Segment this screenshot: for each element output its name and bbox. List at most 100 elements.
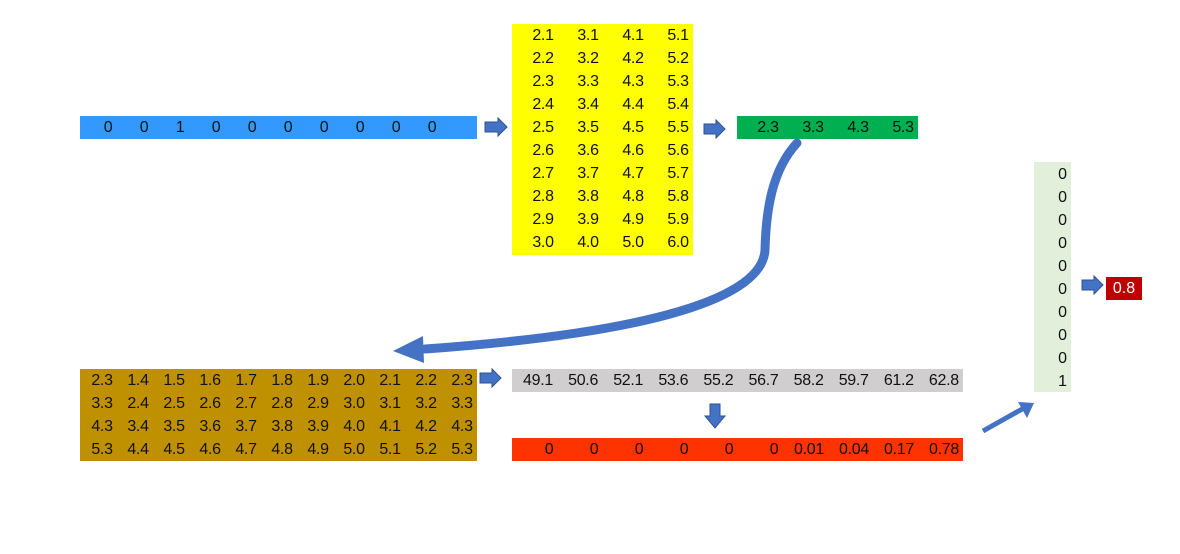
matrix-cell: 3.3 [451,395,473,412]
target-cell: 0 [1058,327,1067,344]
matrix-cell: 5.0 [343,441,365,458]
vector-cell: 2.3 [757,119,779,136]
target-cell: 0 [1058,304,1067,321]
embedding-cell: 2.1 [532,27,554,44]
matrix-cell: 2.1 [379,372,401,389]
score-cell: 53.6 [658,372,689,389]
score-cell: 61.2 [883,372,914,389]
softmax-cell: 0 [544,441,554,458]
embedding-cell: 4.8 [622,188,644,205]
target-cell: 0 [1058,166,1067,183]
matrix-cell: 2.3 [91,372,113,389]
embedding-cell: 5.5 [667,119,689,136]
matrix-cell: 2.8 [271,395,293,412]
matrix-cell: 1.8 [271,372,293,389]
matrix-cell: 4.7 [235,441,257,458]
embedding-cell: 3.6 [577,142,599,159]
embedding-cell: 5.1 [667,27,689,44]
matrix-cell: 2.2 [415,372,437,389]
matrix-cell: 4.1 [379,418,401,435]
onehot-cell: 0 [283,119,293,136]
onehot-cell: 0 [391,119,401,136]
curved-arrow-vector-to-matrix-icon [393,336,424,363]
matrix-cell: 1.4 [127,372,149,389]
embedding-cell: 3.0 [532,234,554,251]
embedding-cell: 5.0 [622,234,644,251]
matrix-cell: 3.2 [415,395,437,412]
target-cell: 0 [1058,258,1067,275]
embedding-cell: 3.5 [577,119,599,136]
matrix-cell: 4.2 [415,418,437,435]
score-cell: 49.1 [523,372,553,389]
matrix-cell: 4.5 [163,441,185,458]
matrix-cell: 1.9 [307,372,329,389]
softmax-cell: 0 [679,441,689,458]
onehot-cell: 0 [355,119,365,136]
embedding-cell: 5.3 [667,73,689,90]
embedding-cell: 2.2 [532,50,554,67]
softmax-cell: 0.78 [929,441,959,458]
softmax-cell: 0.01 [794,441,824,458]
target-cell: 0 [1058,212,1067,229]
target-cell: 0 [1058,350,1067,367]
arrow-matrix-to-scores-icon [479,367,502,389]
embedding-cell: 2.3 [532,73,554,90]
softmax-cell: 0.17 [884,441,914,458]
embedding-cell: 3.9 [577,211,599,228]
matrix-cell: 3.8 [271,418,293,435]
matrix-cell: 1.5 [163,372,185,389]
arrow-target-to-result-icon [1081,274,1104,296]
matrix-cell: 2.3 [451,372,473,389]
embedding-cell: 5.6 [667,142,689,159]
embedding-cell: 4.4 [622,96,644,113]
matrix-cell: 1.6 [199,372,221,389]
score-cell: 56.7 [748,372,779,389]
matrix-cell: 4.8 [271,441,293,458]
arrow-onehot-to-embedding-icon [484,116,508,138]
matrix-cell: 2.9 [307,395,329,412]
matrix-cell: 5.1 [379,441,401,458]
embedding-cell: 6.0 [667,234,689,251]
embedding-cell: 2.9 [532,211,554,228]
matrix-cell: 3.6 [199,418,221,435]
arrow-embedding-to-vector-icon [703,118,726,140]
matrix-cell: 3.9 [307,418,329,435]
embedding-cell: 4.2 [622,50,644,67]
target-cell: 0 [1058,281,1067,298]
matrix-cell: 2.4 [127,395,149,412]
embedding-cell: 4.7 [622,165,644,182]
softmax-cell: 0 [769,441,779,458]
matrix-cell: 1.7 [235,372,257,389]
score-cell: 55.2 [703,372,734,389]
matrix-cell: 5.3 [91,441,113,458]
matrix-cell: 2.0 [343,372,365,389]
softmax-cell: 0 [724,441,734,458]
matrix-cell: 5.2 [415,441,437,458]
output-weight-matrix: 2.3 1.4 1.5 1.6 1.7 1.8 1.9 2.0 2.1 2.2 2.3 3.3 2.4 2… [80,369,477,461]
score-cell: 52.1 [613,372,644,389]
embedding-cell: 2.5 [532,119,554,136]
matrix-cell: 4.0 [343,418,365,435]
matrix-cell: 4.6 [199,441,221,458]
onehot-cell: 1 [175,119,185,136]
onehot-cell: 0 [427,119,437,136]
matrix-cell: 3.5 [163,418,185,435]
embedding-cell: 2.6 [532,142,554,159]
score-cell: 62.8 [928,372,959,389]
